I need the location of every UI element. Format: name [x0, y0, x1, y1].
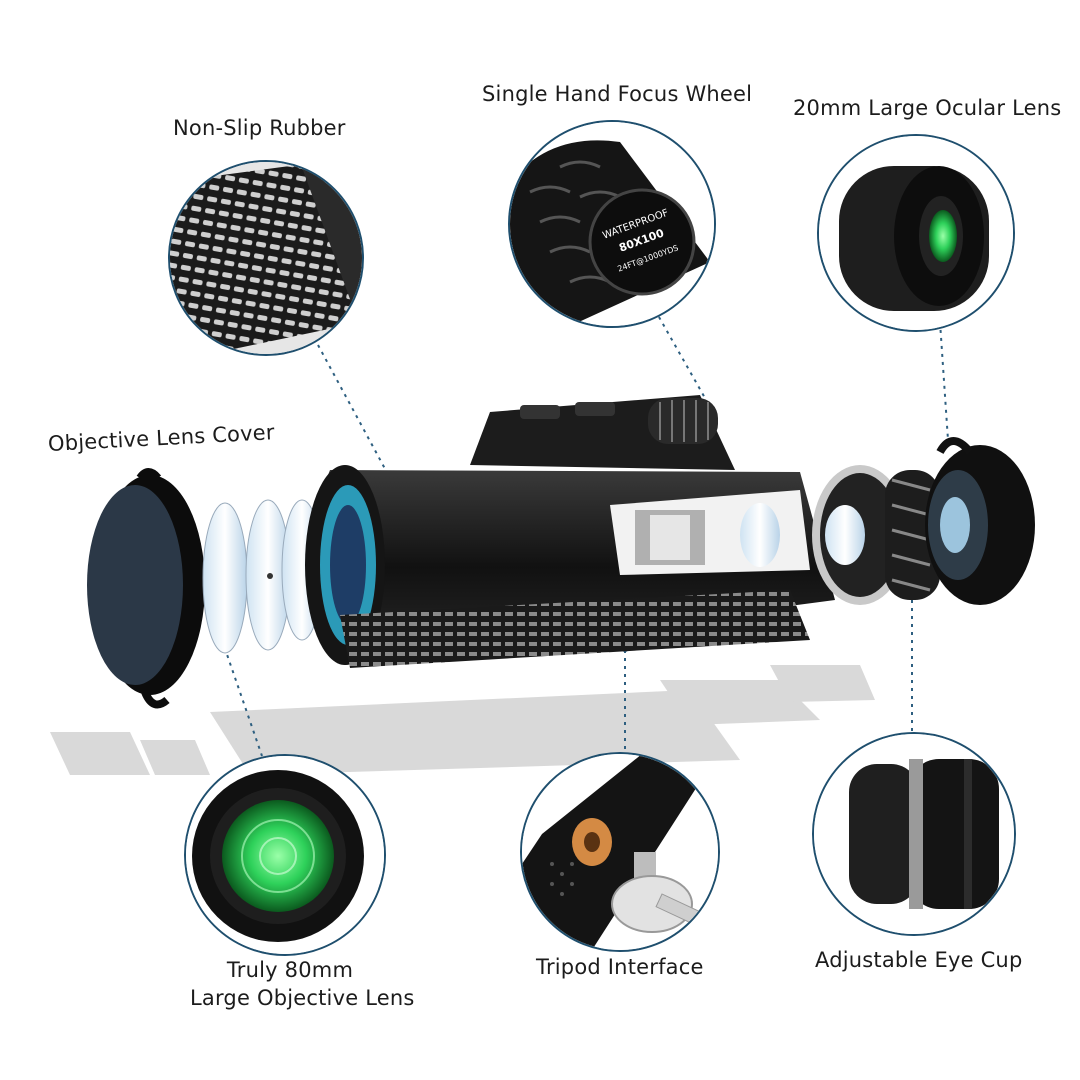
- tripod-interface-closeup: [522, 754, 718, 950]
- detail-objective-lens: [184, 754, 386, 956]
- label-non-slip-rubber: Non-Slip Rubber: [173, 116, 346, 140]
- label-focus-wheel: Single Hand Focus Wheel: [482, 82, 753, 106]
- rubber-texture: [170, 162, 362, 354]
- label-adjustable-eye-cup: Adjustable Eye Cup: [815, 948, 1023, 972]
- label-tripod-interface: Tripod Interface: [536, 955, 704, 979]
- label-objective-lens-line2: Large Objective Lens: [190, 986, 415, 1010]
- monocular-body: [305, 395, 835, 668]
- ground-shadow: [50, 665, 875, 775]
- detail-adjustable-eye-cup: [812, 732, 1016, 936]
- eyepiece-assembly: [812, 437, 1035, 605]
- detail-ocular-lens: [817, 134, 1015, 332]
- detail-focus-wheel: WATERPROOF 80X100 24FT@1000YDS: [508, 120, 716, 328]
- label-objective-lens: Truly 80mm Large Objective Lens: [190, 956, 415, 1012]
- label-objective-lens-line1: Truly 80mm: [226, 958, 354, 982]
- objective-lens-closeup: [186, 756, 384, 954]
- objective-glass-elements: [202, 499, 323, 654]
- label-ocular-lens: 20mm Large Ocular Lens: [793, 96, 1062, 120]
- detail-non-slip-rubber: [168, 160, 364, 356]
- eye-cup-closeup: [814, 734, 1014, 934]
- focus-wheel-closeup: WATERPROOF 80X100 24FT@1000YDS: [510, 122, 714, 326]
- detail-tripod-interface: [520, 752, 720, 952]
- objective-lens-cover: [87, 468, 205, 709]
- ocular-lens-closeup: [819, 136, 1013, 330]
